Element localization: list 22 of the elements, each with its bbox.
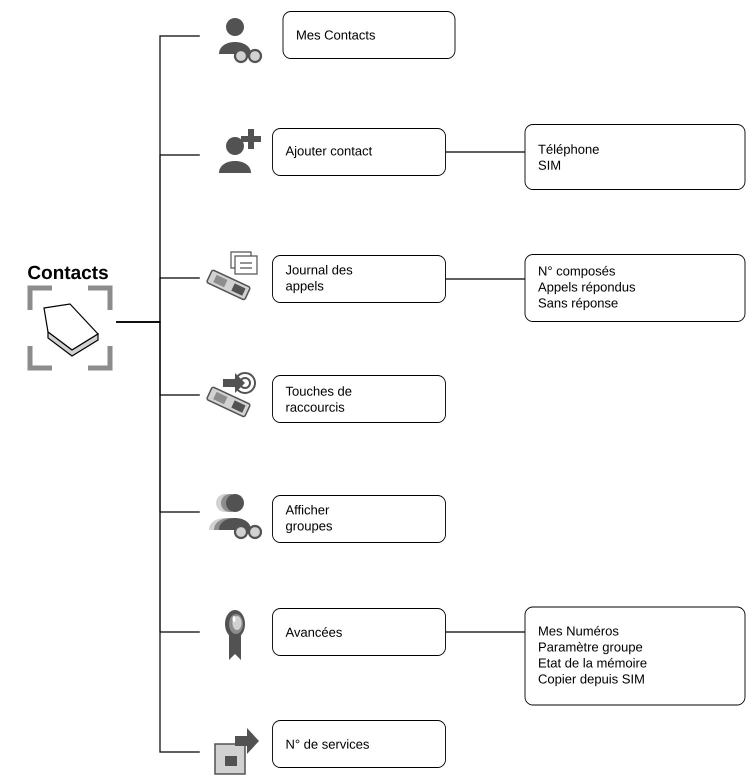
phone-arrow-icon <box>206 372 256 418</box>
person-glasses-icon <box>219 18 262 64</box>
menu-box: Ajouter contact <box>272 128 446 176</box>
submenu-box: Téléphone SIM <box>524 124 746 190</box>
menu-box: N° de services <box>272 720 446 768</box>
submenu-box: N° composés Appels répondus Sans réponse <box>524 254 746 322</box>
connector-line <box>446 631 525 633</box>
submenu-box: Mes Numéros Paramètre groupe Etat de la mémoire Copier depuis SIM <box>524 606 746 706</box>
menu-box: Mes Contacts <box>282 11 456 59</box>
people-glasses-icon <box>209 494 262 540</box>
menu-box: Journal des appels <box>272 255 446 303</box>
ribbon-icon <box>225 610 245 660</box>
add-person-icon <box>219 129 261 173</box>
phone-messages-icon <box>206 251 258 300</box>
connector-line <box>446 278 525 280</box>
heading: Contacts <box>28 266 108 280</box>
connector-line <box>446 151 525 153</box>
menu-box: Avancées <box>272 608 446 656</box>
menu-box: Afficher groupes <box>272 495 446 543</box>
folder-arrow-icon <box>214 728 259 775</box>
menu-box: Touches de raccourcis <box>272 375 446 423</box>
connector-line <box>116 321 200 753</box>
